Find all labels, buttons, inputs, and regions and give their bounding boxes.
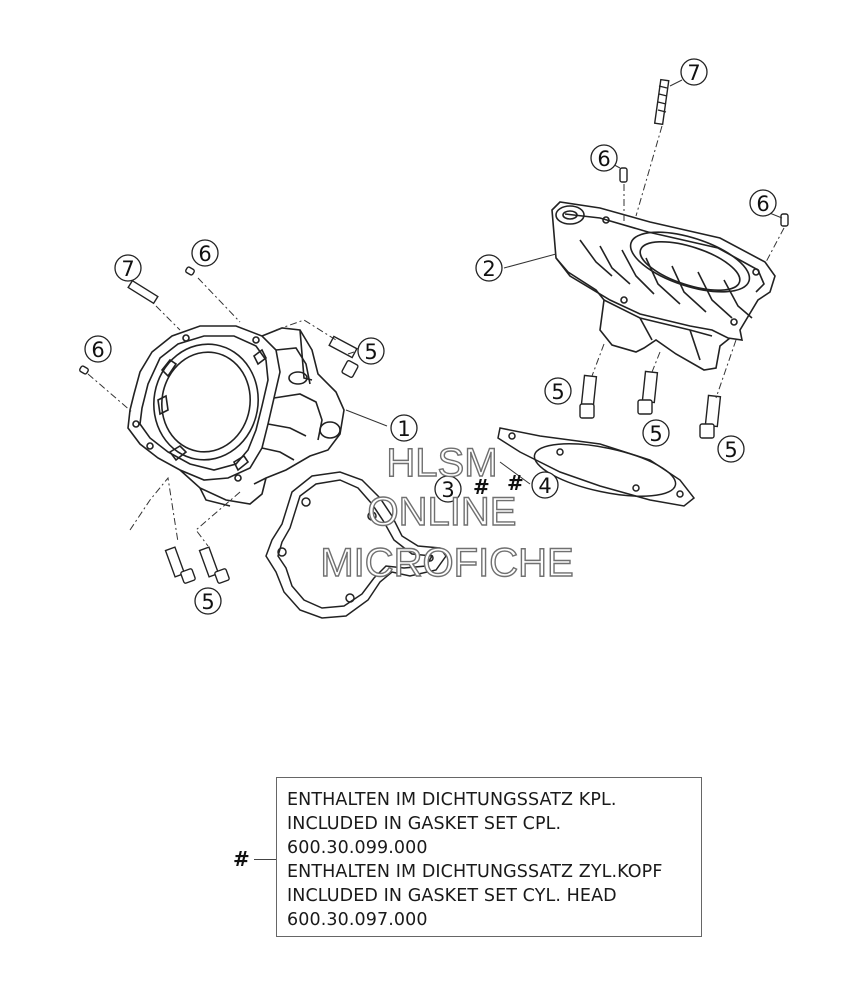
svg-text:6: 6 [756, 192, 769, 216]
dowel-left-upper-part [185, 266, 195, 276]
callout-4: 4 [531, 471, 559, 499]
callout-2: 2 [475, 254, 503, 282]
cylinder-left-part [127, 325, 345, 507]
callout-3: 3 [434, 475, 462, 503]
callout-5-right-1: 5 [544, 377, 572, 405]
fasteners [79, 78, 789, 584]
svg-text:5: 5 [724, 438, 737, 462]
callouts: 1 2 3 4 5 5 5 5 [84, 58, 777, 615]
cylinder-right-part [551, 201, 776, 371]
svg-text:7: 7 [687, 61, 700, 85]
svg-text:7: 7 [121, 257, 134, 281]
watermark: HLSM ONLINE MICROFICHE [320, 440, 575, 585]
bolt-right-2-part [637, 370, 659, 415]
legend-line-5: INCLUDED IN GASKET SET CYL. HEAD [287, 886, 617, 906]
gasket-set-legend: ENTHALTEN IM DICHTUNGSSATZ KPL. INCLUDED… [276, 777, 702, 937]
svg-text:ONLINE: ONLINE [368, 490, 517, 534]
hash-marker-head-gasket: # [507, 471, 524, 495]
callout-1: 1 [390, 414, 418, 442]
head-gasket-part [497, 427, 696, 507]
svg-text:HLSM: HLSM [386, 441, 497, 485]
legend-line-1: ENTHALTEN IM DICHTUNGSSATZ KPL. [287, 790, 617, 810]
svg-text:6: 6 [198, 242, 211, 266]
svg-text:4: 4 [538, 474, 551, 498]
legend-leader-line [254, 859, 276, 860]
callout-7-left: 7 [114, 254, 142, 282]
hash-marker-gasket: # [473, 475, 490, 499]
bolt-right-1-part [579, 374, 598, 419]
svg-text:2: 2 [482, 257, 495, 281]
bolt-right-3-part [699, 394, 722, 439]
bolt-left-upper-part [328, 335, 359, 378]
svg-text:5: 5 [201, 590, 214, 614]
dowel-right-upper-part [619, 167, 628, 183]
svg-text:3: 3 [441, 478, 454, 502]
base-gasket-part [265, 471, 447, 619]
callout-6-left-side: 6 [84, 335, 112, 363]
svg-text:5: 5 [649, 422, 662, 446]
legend-line-6: 600.30.097.000 [287, 910, 428, 930]
dowel-right-side-part [780, 213, 789, 227]
callout-6-right-side: 6 [749, 189, 777, 217]
callout-5-right-2: 5 [642, 419, 670, 447]
bolt-left-lower-2-part [198, 546, 230, 584]
callout-7-right: 7 [680, 58, 708, 86]
bolt-left-lower-1-part [164, 546, 196, 584]
callout-6-right-upper: 6 [590, 144, 618, 172]
callout-6-left-upper: 6 [191, 239, 219, 267]
legend-hash-marker: # [233, 847, 250, 871]
svg-text:1: 1 [397, 417, 410, 441]
callout-5-left-lower: 5 [194, 587, 222, 615]
assembly-lines [87, 125, 785, 547]
svg-text:6: 6 [597, 147, 610, 171]
dowel-left-side-part [79, 365, 89, 375]
svg-text:5: 5 [551, 380, 564, 404]
legend-line-4: ENTHALTEN IM DICHTUNGSSATZ ZYL.KOPF [287, 862, 663, 882]
svg-text:MICROFICHE: MICROFICHE [320, 541, 573, 585]
legend-line-3: 600.30.099.000 [287, 838, 428, 858]
svg-text:6: 6 [91, 338, 104, 362]
stud-left-part [127, 279, 159, 305]
callout-5-left-upper: 5 [357, 337, 385, 365]
callout-5-right-3: 5 [717, 435, 745, 463]
stud-right-part [653, 78, 670, 126]
svg-text:5: 5 [364, 340, 377, 364]
legend-line-2: INCLUDED IN GASKET SET CPL. [287, 814, 562, 834]
